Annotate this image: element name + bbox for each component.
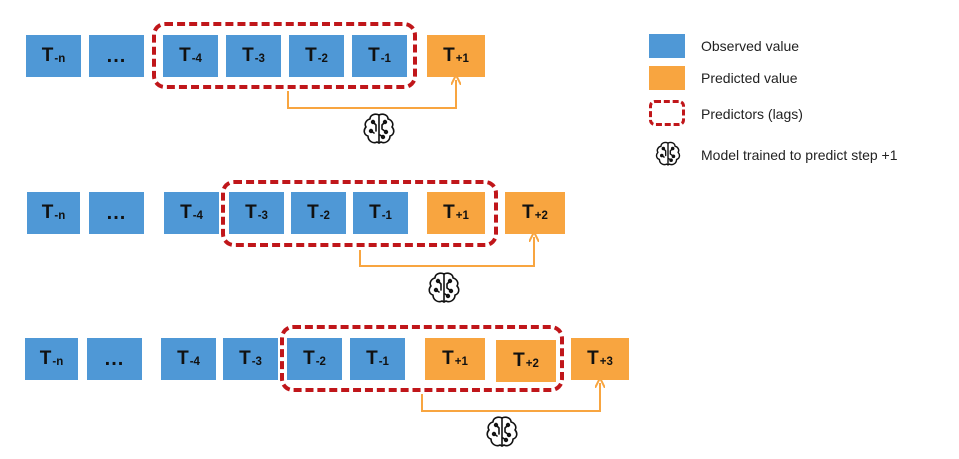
brain-circuit-icon: [428, 272, 460, 303]
legend-predictors-swatch: [649, 100, 685, 126]
row3-box-t-n: T-n: [25, 338, 78, 380]
legend-observed-label: Observed value: [701, 38, 800, 54]
legend-observed-swatch: [649, 34, 685, 58]
brain-circuit-icon: [655, 141, 681, 166]
row1-box-t+1: T+1: [427, 35, 485, 77]
legend-model-label: Model trained to predict step +1: [701, 147, 898, 163]
row2-box-t-n: T-n: [27, 192, 80, 234]
row2-box-t-2: T-2: [291, 192, 346, 234]
row2-arrow: [359, 237, 534, 267]
legend-predicted-swatch: [649, 66, 685, 90]
row2-box-t-1: T-1: [353, 192, 408, 234]
row1-box-ellipsis: ...: [89, 35, 144, 77]
row1-arrow: [287, 80, 456, 109]
row2-lag-window: [221, 180, 498, 247]
row3-box-t+2: T+2: [496, 340, 556, 382]
row2-box-ellipsis: ...: [89, 192, 144, 234]
brain-circuit-icon: [486, 416, 518, 447]
row1-box-t-2: T-2: [289, 35, 344, 77]
row1-box-t-3: T-3: [226, 35, 281, 77]
row2-box-t-4: T-4: [164, 192, 219, 234]
row3-box-ellipsis: ...: [87, 338, 142, 380]
row1-box-t-n: T-n: [26, 35, 81, 77]
row2-box-t+1: T+1: [427, 192, 485, 234]
row2-box-t-3: T-3: [229, 192, 284, 234]
row3-box-t+1: T+1: [425, 338, 485, 380]
legend-predicted-label: Predicted value: [701, 70, 798, 86]
row3-box-t-2: T-2: [287, 338, 342, 380]
row3-lag-window: [280, 325, 564, 392]
row3-arrow: [421, 383, 600, 412]
legend-predictors-label: Predictors (lags): [701, 106, 803, 122]
row3-box-t-4: T-4: [161, 338, 216, 380]
row1-box-t-4: T-4: [163, 35, 218, 77]
row3-box-t-3: T-3: [223, 338, 278, 380]
row1-box-t-1: T-1: [352, 35, 407, 77]
row2-box-t+2: T+2: [505, 192, 565, 234]
brain-circuit-icon: [363, 113, 395, 144]
row3-box-t-1: T-1: [350, 338, 405, 380]
row3-box-t+3: T+3: [571, 338, 629, 380]
row1-lag-window: [152, 22, 417, 89]
